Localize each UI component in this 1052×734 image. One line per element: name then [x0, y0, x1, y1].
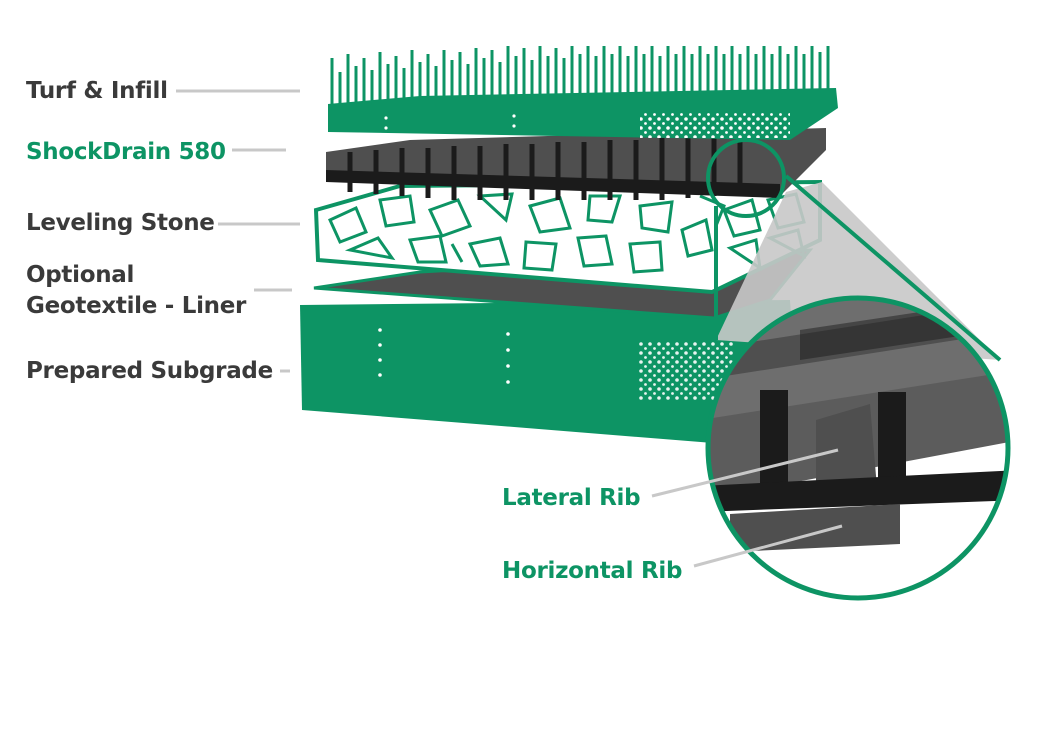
subgrade-block: [300, 300, 800, 450]
label-prepared-subgrade: Prepared Subgrade: [26, 358, 273, 384]
label-turf-infill: Turf & Infill: [26, 78, 168, 104]
label-geotextile-liner: Optional Geotextile - Liner: [26, 262, 247, 319]
leader-lines: [176, 89, 300, 373]
callout-horizontal-rib: Horizontal Rib: [502, 558, 683, 584]
label-leveling-stone: Leveling Stone: [26, 210, 215, 236]
callout-leaders: [651, 448, 843, 568]
magnified-circle: [705, 295, 1011, 601]
label-shockdrain-580: ShockDrain 580: [26, 139, 226, 165]
shockdrain-grid: [326, 128, 826, 200]
callout-lateral-rib: Lateral Rib: [502, 485, 641, 511]
zoom-source-circle: [706, 138, 786, 218]
turf-infill-layer: [328, 46, 838, 140]
